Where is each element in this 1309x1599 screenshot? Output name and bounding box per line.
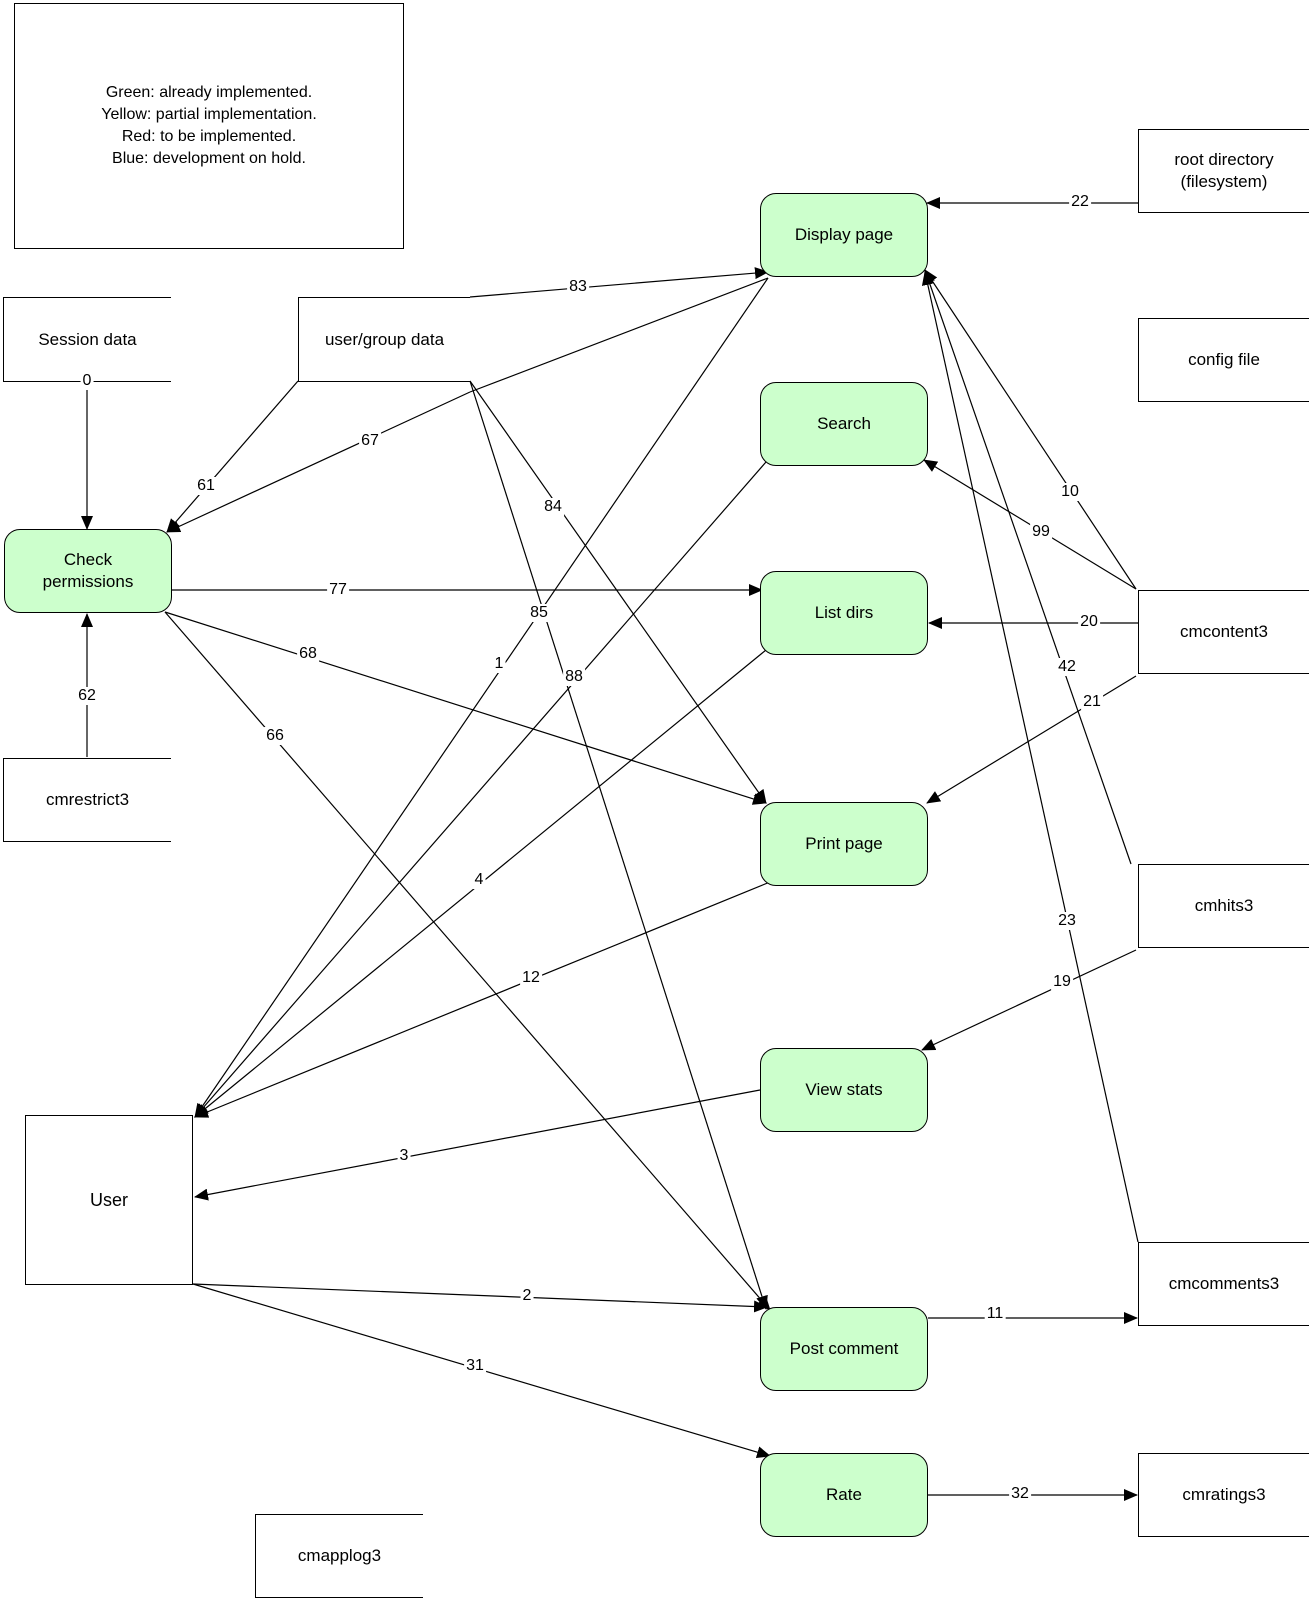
legend-line-red: Red: to be implemented.: [121, 128, 297, 145]
flow-line-83: [469, 267, 769, 298]
process-search[interactable]: Search: [760, 382, 928, 466]
store-cmrestrict3: cmrestrict3: [3, 758, 171, 842]
process-view-stats[interactable]: View stats: [760, 1048, 928, 1132]
flow-line-2: [192, 1283, 768, 1313]
flow-label-12: 12: [520, 969, 542, 987]
flow-line-67: [166, 391, 471, 533]
flow-label-22: 22: [1069, 193, 1091, 211]
flow-label-0: 0: [80, 372, 94, 390]
store-cmcontent3: cmcontent3: [1138, 590, 1309, 674]
flow-label-67: 67: [359, 432, 381, 450]
flow-line-12: [194, 881, 771, 1118]
flow-label-20: 20: [1078, 613, 1100, 631]
flow-line-88: [194, 461, 767, 1118]
store-cmcomments3: cmcomments3: [1138, 1242, 1309, 1326]
flow-label-21: 21: [1081, 693, 1103, 711]
flow-label-85: 85: [528, 604, 550, 622]
process-check-permissions[interactable]: Check permissions: [4, 529, 172, 613]
flow-line-85: [469, 380, 768, 1310]
flow-line-99: [923, 459, 1137, 590]
flow-line-68: [164, 611, 767, 805]
process-post-comment[interactable]: Post comment: [760, 1307, 928, 1391]
flow-label-62: 62: [76, 687, 98, 705]
flow-label-1: 1: [492, 655, 506, 673]
store-session-data: Session data: [3, 297, 171, 382]
flow-line-66: [164, 611, 771, 1311]
store-root-directory: root directory (filesystem): [1138, 129, 1309, 213]
entity-user[interactable]: User: [25, 1115, 193, 1285]
flow-line-10: [924, 269, 1137, 590]
flow-line-19: [921, 949, 1137, 1051]
flow-label-31: 31: [464, 1357, 486, 1375]
flow-label-42: 42: [1056, 658, 1078, 676]
flow-label-11: 11: [984, 1305, 1006, 1323]
flow-line-67-trunk: [469, 277, 769, 393]
flow-label-84: 84: [542, 498, 564, 516]
store-cmratings3: cmratings3: [1138, 1453, 1309, 1537]
flow-line-3: [194, 1089, 761, 1201]
process-print-page[interactable]: Print page: [760, 802, 928, 886]
flow-label-2: 2: [520, 1287, 534, 1305]
legend-line-blue: Blue: development on hold.: [112, 150, 306, 167]
flow-label-32: 32: [1009, 1485, 1031, 1503]
flow-label-77: 77: [327, 581, 349, 599]
legend-line-yellow: Yellow: partial implementation.: [101, 106, 317, 123]
flow-label-99: 99: [1030, 523, 1052, 541]
store-user-group-data: user/group data: [298, 297, 470, 382]
flow-line-84: [469, 380, 767, 804]
flow-label-61: 61: [195, 477, 217, 495]
flow-label-68: 68: [297, 645, 319, 663]
flow-label-88: 88: [563, 668, 585, 686]
flow-label-3: 3: [397, 1147, 411, 1165]
flow-label-83: 83: [567, 278, 589, 296]
flow-label-19: 19: [1051, 973, 1073, 991]
flow-line-42: [923, 269, 1132, 865]
process-rate[interactable]: Rate: [760, 1453, 928, 1537]
process-list-dirs[interactable]: List dirs: [760, 571, 928, 655]
flow-line-61: [166, 380, 299, 533]
flow-label-66: 66: [264, 727, 286, 745]
store-config-file: config file: [1138, 318, 1309, 402]
process-display-page[interactable]: Display page: [760, 193, 928, 277]
flow-line-23: [921, 271, 1139, 1243]
color-legend: Green: already implemented. Yellow: part…: [14, 3, 404, 249]
flow-line-1: [194, 277, 769, 1118]
store-cmapplog3: cmapplog3: [255, 1514, 423, 1598]
flow-label-10: 10: [1059, 483, 1081, 501]
flow-label-23: 23: [1056, 912, 1078, 930]
flow-line-21: [926, 675, 1137, 804]
legend-line-green: Green: already implemented.: [105, 84, 313, 101]
store-cmhits3: cmhits3: [1138, 864, 1309, 948]
flow-label-4: 4: [472, 871, 486, 889]
